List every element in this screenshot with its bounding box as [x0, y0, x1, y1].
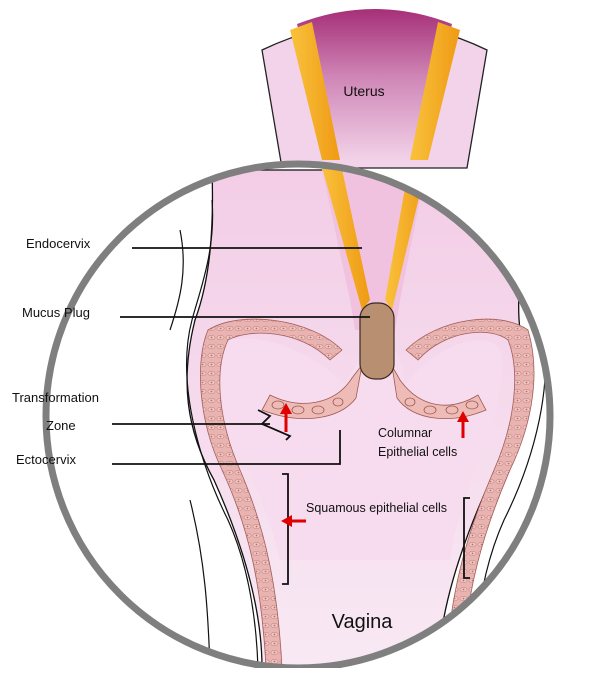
vagina-label: Vagina [332, 611, 394, 633]
ectocervix-label: Ectocervix [16, 452, 76, 467]
uterus-label: Uterus [343, 83, 384, 99]
mucus-plug [360, 303, 394, 379]
zone-label: Zone [46, 418, 76, 433]
uterus: Uterus [262, 9, 487, 168]
endocervix-label: Endocervix [26, 236, 91, 251]
mucus-plug-label: Mucus Plug [22, 305, 90, 320]
epithelial-cells-label: Epithelial cells [378, 445, 457, 459]
squamous-label: Squamous epithelial cells [306, 501, 447, 515]
columnar-label: Columnar [378, 426, 432, 440]
transformation-label: Transformation [12, 390, 99, 405]
